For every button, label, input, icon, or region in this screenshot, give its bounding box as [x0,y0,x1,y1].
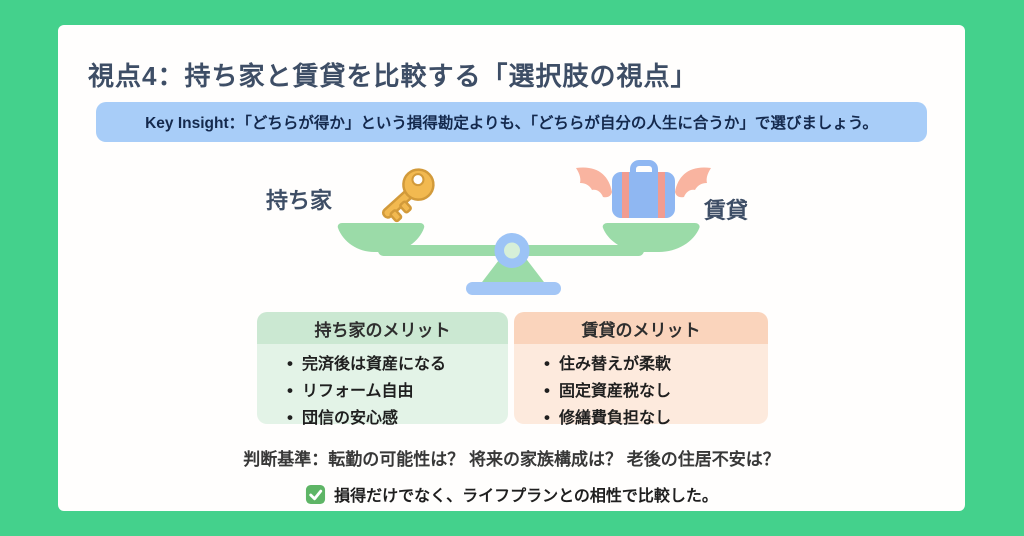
rental-merits-panel: 賃貸のメリット 住み替えが柔軟 固定資産税なし 修繕費負担なし [514,312,768,427]
owned-home-label: 持ち家 [266,188,333,213]
page-title: 視点4：持ち家と賃貸を比較する「選択肢の視点」 [88,61,698,91]
merit-item: 修繕費負担なし [544,405,768,432]
key-insight-banner: Key Insight：「どちらが得か」という損得勘定よりも、「どちらが自分の人… [96,102,927,142]
decision-criteria-text: 判断基準：転勤の可能性は？ 将来の家族構成は？ 老後の住居不安は？ [243,450,780,469]
checklist-row: 損得だけでなく、ライフプランとの相性で比較した。 [58,482,965,506]
rental-merit-list: 住み替えが柔軟 固定資産税なし 修繕費負担なし [514,351,768,432]
owned-home-merit-list: 完済後は資産になる リフォーム自由 団信の安心感 [257,351,508,432]
slide-card: 視点4：持ち家と賃貸を比較する「選択肢の視点」 Key Insight：「どちら… [58,25,965,511]
key-insight-text: Key Insight：「どちらが得か」という損得勘定よりも、「どちらが自分の人… [145,115,878,132]
winged-suitcase-icon [575,156,712,228]
merit-item: 完済後は資産になる [287,351,508,378]
merit-item: 団信の安心感 [287,405,508,432]
key-icon [372,160,444,228]
checklist-text: 損得だけでなく、ライフプランとの相性で比較した。 [334,488,718,505]
check-icon [306,484,326,504]
rental-merits-body: 住み替えが柔軟 固定資産税なし 修繕費負担なし [514,344,768,427]
balance-scale-illustration [333,216,713,300]
merit-item: リフォーム自由 [287,378,508,405]
owned-home-merits-body: 完済後は資産になる リフォーム自由 団信の安心感 [257,344,508,427]
owned-home-merits-title: 持ち家のメリット [257,312,508,344]
merit-item: 固定資産税なし [544,378,768,405]
merit-item: 住み替えが柔軟 [544,351,768,378]
rental-merits-title: 賃貸のメリット [514,312,768,344]
rental-label: 賃貸 [704,198,749,223]
owned-home-merits-panel: 持ち家のメリット 完済後は資産になる リフォーム自由 団信の安心感 [257,312,508,427]
